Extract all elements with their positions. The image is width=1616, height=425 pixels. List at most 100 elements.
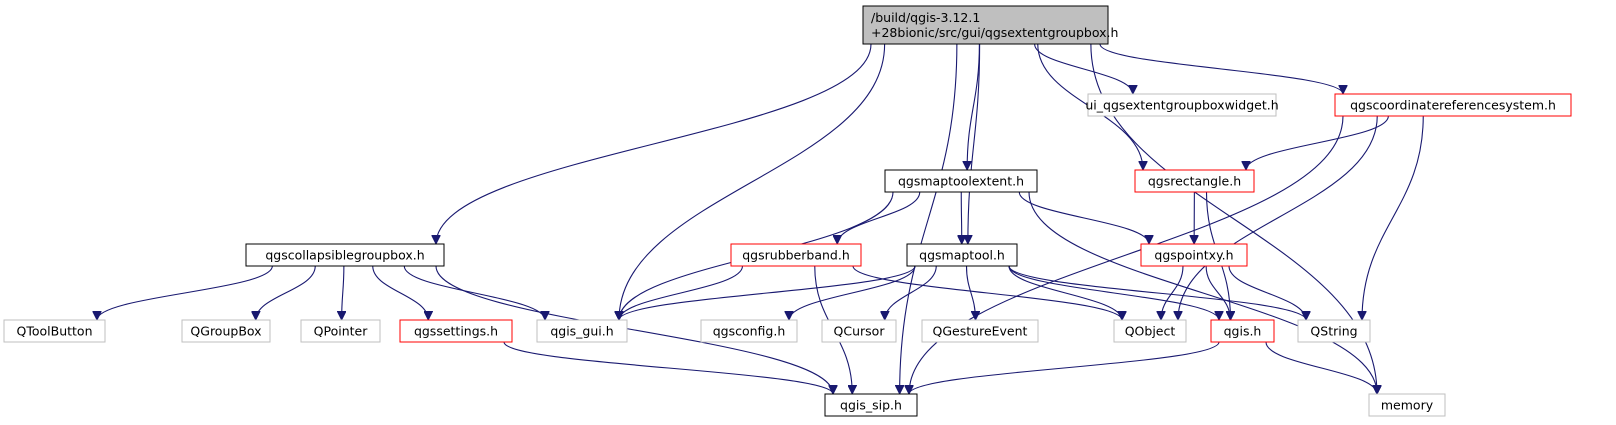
node-pointxy[interactable]: qgspointxy.h	[1140, 243, 1248, 267]
node-box	[1140, 243, 1248, 267]
edge-root-to-ui_widget	[1034, 43, 1133, 95]
node-label: qgis_sip.h	[840, 398, 902, 413]
edge-maptoolextent-to-memory	[1028, 191, 1377, 394]
node-label: QGroupBox	[190, 324, 261, 339]
edge-maptoolextent-to-rubberband	[837, 191, 921, 245]
node-box	[3, 319, 106, 343]
node-crs[interactable]: qgscoordinatereferencesystem.h	[1334, 93, 1572, 117]
node-qgesture[interactable]: QGestureEvent	[921, 319, 1039, 343]
edges-layer	[97, 43, 1424, 395]
node-box	[1297, 319, 1371, 343]
edge-maptool-to-gui	[619, 265, 916, 321]
node-qpointer[interactable]: QPointer	[300, 319, 381, 343]
edge-collapsible-to-settings	[372, 265, 429, 321]
edge-collapsible-to-sip	[435, 265, 833, 394]
node-label: QObject	[1125, 324, 1176, 339]
edge-root-to-gui	[619, 43, 886, 320]
edge-rubberband-to-qobject	[852, 265, 1122, 321]
node-box	[1113, 319, 1187, 343]
node-box	[862, 5, 1109, 45]
node-box	[1334, 93, 1572, 117]
nodes-layer: /build/qgis-3.12.1+28bionic/src/gui/qgse…	[3, 5, 1572, 417]
node-label: qgscollapsiblegroupbox.h	[265, 248, 424, 263]
edge-maptool-to-qgesture	[965, 265, 976, 320]
node-box	[700, 319, 798, 343]
node-label: qgssettings.h	[414, 324, 498, 339]
node-box	[730, 243, 862, 267]
node-qstring[interactable]: QString	[1297, 319, 1371, 343]
node-box	[536, 319, 628, 343]
node-rectangle[interactable]: qgsrectangle.h	[1134, 169, 1255, 193]
node-box	[181, 319, 271, 343]
node-config[interactable]: qgsconfig.h	[700, 319, 798, 343]
edge-maptool-to-qobject	[1008, 265, 1122, 321]
node-box	[906, 243, 1018, 267]
node-box	[1210, 319, 1275, 343]
edge-root-to-maptoolextent	[967, 43, 980, 170]
node-label: +28bionic/src/gui/qgsextentgroupbox.h	[871, 25, 1118, 40]
edge-settings-to-sip	[503, 341, 833, 395]
node-box	[399, 319, 513, 343]
edge-rubberband-to-gui	[619, 265, 744, 321]
node-box	[300, 319, 381, 343]
node-box	[821, 319, 897, 343]
edge-collapsible-to-qtoolbutton	[97, 265, 273, 321]
node-label: QCursor	[834, 324, 886, 339]
node-label: QPointer	[314, 324, 369, 339]
node-rubberband[interactable]: qgsrubberband.h	[730, 243, 862, 267]
node-qgroupbox[interactable]: QGroupBox	[181, 319, 271, 343]
node-label: qgspointxy.h	[1154, 248, 1233, 263]
edge-root-to-sip	[900, 43, 958, 394]
node-label: qgsmaptoolextent.h	[898, 174, 1024, 189]
node-label: qgsmaptool.h	[919, 248, 1005, 263]
node-maptool[interactable]: qgsmaptool.h	[906, 243, 1018, 267]
node-label: /build/qgis-3.12.1	[871, 10, 980, 25]
node-qgis[interactable]: qgis.h	[1210, 319, 1275, 343]
node-sip[interactable]: qgis_sip.h	[824, 393, 918, 417]
node-ui_widget[interactable]: ui_qgsextentgroupboxwidget.h	[1085, 93, 1279, 117]
edge-root-to-crs	[1099, 43, 1343, 95]
edge-root-to-maptool	[968, 43, 981, 244]
node-label: memory	[1381, 398, 1434, 413]
node-label: qgis_gui.h	[550, 324, 613, 339]
node-label: qgsrubberband.h	[742, 248, 850, 263]
edge-qgis-to-sip	[909, 341, 1220, 395]
edge-pointxy-to-qgis	[1205, 265, 1230, 320]
edge-crs-to-qstring	[1362, 115, 1424, 320]
node-settings[interactable]: qgssettings.h	[399, 319, 513, 343]
edge-root-to-collapsible	[436, 43, 872, 244]
edge-crs-to-rectangle	[1246, 115, 1389, 171]
node-box	[884, 169, 1038, 193]
node-box	[921, 319, 1039, 343]
edge-maptoolextent-to-maptool	[961, 191, 962, 244]
node-box	[245, 243, 445, 267]
node-label: ui_qgsextentgroupboxwidget.h	[1085, 98, 1278, 113]
node-root[interactable]: /build/qgis-3.12.1+28bionic/src/gui/qgse…	[862, 5, 1118, 45]
edge-collapsible-to-qpointer	[342, 265, 344, 320]
edge-pointxy-to-qstring	[1228, 265, 1306, 321]
edge-crs-to-qobject	[1178, 115, 1378, 320]
edge-crs-to-sip	[909, 115, 1344, 394]
edge-qgis-to-memory	[1265, 341, 1377, 395]
node-box	[1087, 93, 1277, 117]
edge-maptool-to-config	[789, 265, 916, 321]
node-label: QToolButton	[17, 324, 93, 339]
node-qcursor[interactable]: QCursor	[821, 319, 897, 343]
node-memory[interactable]: memory	[1368, 393, 1446, 417]
node-gui[interactable]: qgis_gui.h	[536, 319, 628, 343]
node-label: QString	[1310, 324, 1357, 339]
edge-maptool-to-qcursor	[885, 265, 937, 321]
edge-maptool-to-qgis	[1008, 265, 1219, 321]
node-label: qgis.h	[1224, 324, 1262, 339]
node-collapsible[interactable]: qgscollapsiblegroupbox.h	[245, 243, 445, 267]
node-label: qgscoordinatereferencesystem.h	[1350, 98, 1556, 113]
node-qtoolbutton[interactable]: QToolButton	[3, 319, 106, 343]
node-maptoolextent[interactable]: qgsmaptoolextent.h	[884, 169, 1038, 193]
node-box	[1368, 393, 1446, 417]
node-label: qgsrectangle.h	[1148, 174, 1241, 189]
node-box	[824, 393, 918, 417]
node-label: qgsconfig.h	[713, 324, 786, 339]
node-qobject[interactable]: QObject	[1113, 319, 1187, 343]
edge-maptoolextent-to-pointxy	[1018, 191, 1149, 245]
